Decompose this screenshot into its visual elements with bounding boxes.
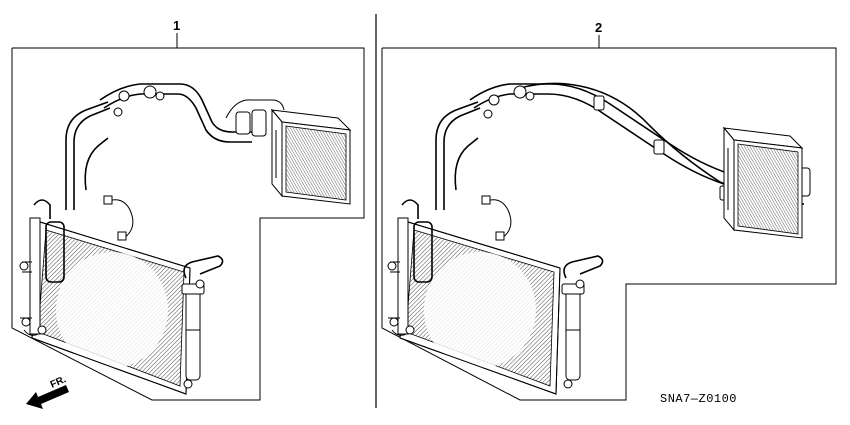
kit-1-frame [11,47,365,401]
front-arrow-icon [26,385,69,409]
kit-1-receiver-drier [181,255,224,389]
kit-2-assembly [381,35,837,401]
kit-1-assembly [11,33,365,401]
kit-2-pressure-switch [481,195,512,241]
callout-number-1: 1 [173,18,180,33]
callout-number-2: 2 [595,20,602,35]
kit-1-condenser [19,199,191,395]
kit-1-evaporator [270,108,352,205]
diagram-code: SNA7—Z0100 [660,392,737,406]
kit-2-evaporator [722,126,804,239]
kit-2-condenser [387,199,561,395]
front-direction-indicator: FR. [26,374,69,409]
kit-1-piping [65,83,285,210]
kit-1-pressure-switch [103,195,134,241]
kit-2-receiver-drier [561,255,604,389]
